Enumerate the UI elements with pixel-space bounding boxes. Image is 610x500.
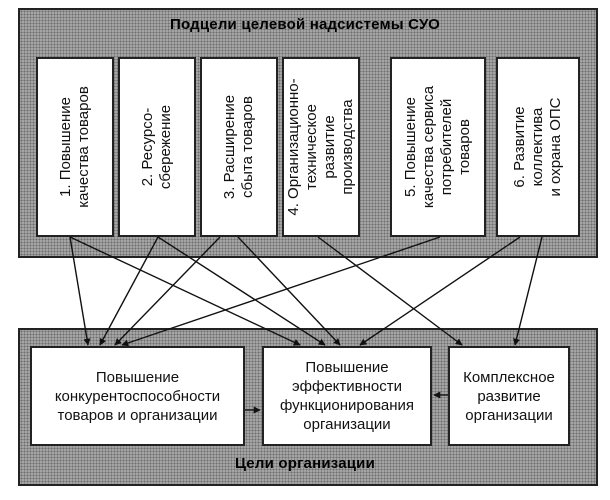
arrow-sub1-to-efficiency	[69, 236, 301, 346]
subgoal-box-1: 1. Повышение качества товаров	[36, 57, 114, 237]
arrow-sub5-to-competitiveness	[121, 236, 441, 347]
arrow-sub6-to-development	[513, 236, 543, 346]
arrow-sub2-to-efficiency	[157, 236, 326, 346]
goal-label-competitiveness: Повышение конкурентоспособности товаров …	[54, 368, 221, 424]
arrow-sub2-to-competitiveness	[99, 236, 159, 346]
goal-label-development: Комплексное развитие организации	[463, 368, 555, 424]
subgoal-box-3: 3. Расширение сбыта товаров	[200, 57, 278, 237]
goal-box-efficiency: Повышение эффективности функционирования…	[262, 346, 432, 446]
goal-label-efficiency: Повышение эффективности функционирования…	[279, 359, 415, 433]
arrow-sub4-to-development	[317, 236, 463, 346]
arrow-sub6-to-efficiency	[359, 236, 521, 346]
goal-box-development: Комплексное развитие организации	[448, 346, 570, 446]
goals-panel-title: Цели организации	[234, 455, 376, 472]
subgoal-box-6: 6. Развитие коллектива и охрана ОПС	[496, 57, 580, 237]
subgoal-box-2: 2. Ресурсо- сбережение	[118, 57, 196, 237]
subgoal-box-5: 5. Повышение качества сервиса потребител…	[390, 57, 486, 237]
subgoal-box-4: 4. Организационно- техническое развитие …	[282, 57, 360, 237]
arrow-sub3-to-competitiveness	[114, 236, 221, 346]
arrow-sub1-to-competitiveness	[69, 236, 91, 346]
arrow-sub3-to-efficiency	[237, 236, 341, 346]
goal-box-competitiveness: Повышение конкурентоспособности товаров …	[30, 346, 245, 446]
subgoals-panel-title: Подцели целевой надсистемы СУО	[169, 16, 441, 33]
